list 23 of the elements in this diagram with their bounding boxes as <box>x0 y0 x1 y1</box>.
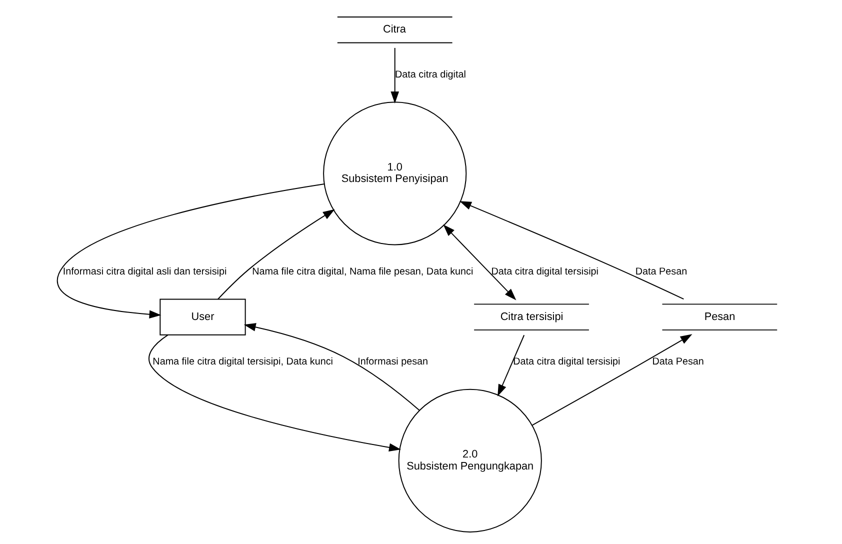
arrow <box>443 224 516 300</box>
arrow <box>244 323 420 411</box>
edge-label: Informasi pesan <box>358 356 428 368</box>
node-text: Citra tersisipi <box>500 310 564 323</box>
node-box: User <box>160 298 246 336</box>
node-text: Pesan <box>704 310 736 323</box>
node-circle: 2.0 Subsistem Pengungkapan <box>398 388 542 532</box>
arrow <box>217 209 335 300</box>
edge-label: Data Pesan <box>652 356 704 368</box>
arrow <box>460 201 684 300</box>
edge-label: Data citra digital <box>395 69 466 80</box>
arrow <box>532 334 692 426</box>
node-text: Citra <box>382 24 406 36</box>
edge-label: Nama file citra digital tersisipi, Data kunci <box>152 356 333 368</box>
edge-label: Data citra digital tersisipi <box>513 356 620 368</box>
arrow <box>56 184 325 318</box>
edge-label: Nama file citra digital, Nama file pesan, Data kunci <box>252 266 474 278</box>
edge-label: Data Pesan <box>635 266 688 278</box>
arrow <box>148 334 401 452</box>
edge-label: Informasi citra digital asli dan tersisipi <box>62 266 227 278</box>
arrow <box>498 334 525 396</box>
arrow <box>390 47 400 104</box>
edge-label: Data citra digital tersisipi <box>491 266 598 278</box>
